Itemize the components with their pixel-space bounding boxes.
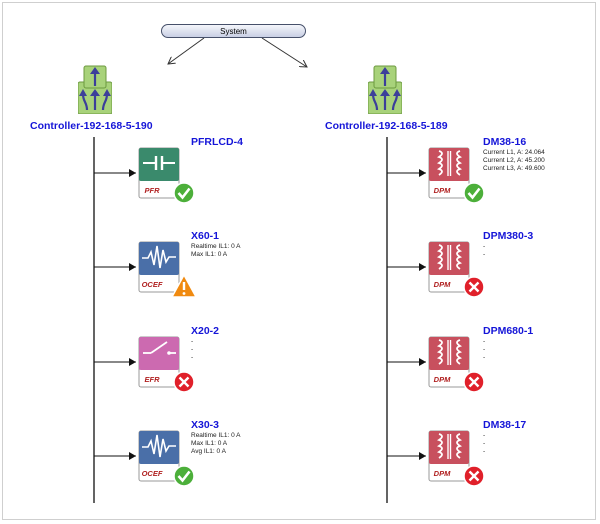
device-reading-line: Current L2, A: 45.200 (483, 157, 545, 164)
device-reading-line: - (483, 432, 486, 439)
ok-check-icon (173, 182, 195, 204)
error-x-icon (463, 276, 485, 298)
device-readings: --- (483, 432, 485, 456)
ocef-device-icon[interactable]: OCEF (138, 428, 196, 488)
device-reading-line: Current L1, A: 24.064 (483, 149, 545, 156)
device-name-link[interactable]: DPM380-3 (483, 230, 534, 242)
device-type-label: PFR (145, 186, 161, 195)
device-reading-line: - (483, 440, 486, 447)
device-name-link[interactable]: X30-3 (191, 419, 220, 431)
dpm-device-icon[interactable]: DPM (428, 145, 486, 205)
device-icon-wrap[interactable]: OCEF (138, 428, 196, 488)
device-icon-wrap[interactable]: DPM (428, 145, 486, 205)
controller-icon (368, 64, 402, 114)
device-icon-wrap[interactable]: DPM (428, 334, 486, 394)
device-reading-line: Max IL1: 0 A (191, 251, 228, 258)
efr-device-icon[interactable]: EFR (138, 334, 196, 394)
device-reading-line: - (483, 251, 486, 258)
device-type-label: OCEF (142, 469, 163, 478)
device-readings: -- (483, 243, 485, 259)
device-name-link[interactable]: DM38-17 (483, 419, 527, 431)
device-icon-wrap[interactable]: EFR (138, 334, 196, 394)
device-reading-line: Current L3, A: 49.600 (483, 165, 545, 172)
device-readings: --- (483, 338, 485, 362)
device-icon-wrap[interactable]: OCEF (138, 239, 196, 299)
error-x-icon (173, 371, 195, 393)
device-reading-line: Realtime IL1: 0 A (191, 432, 241, 439)
device-reading-line: - (191, 354, 194, 361)
device-icon-wrap[interactable]: DPM (428, 428, 486, 488)
device-reading-line: Realtime IL1: 0 A (191, 243, 241, 250)
dpm-device-icon[interactable]: DPM (428, 239, 486, 299)
device-reading-line: - (191, 346, 194, 353)
ok-check-icon (173, 465, 195, 487)
root-link-right (261, 37, 307, 67)
device-type-label: OCEF (142, 280, 163, 289)
device-name-link[interactable]: X20-2 (191, 325, 220, 337)
controller-icon (78, 64, 112, 114)
device-reading-line: - (483, 243, 486, 250)
device-readings: --- (191, 338, 193, 362)
ocef-device-icon[interactable]: OCEF (138, 239, 196, 299)
device-reading-line: - (483, 338, 486, 345)
diagram-frame (2, 2, 596, 520)
ok-check-icon (463, 182, 485, 204)
error-x-icon (463, 371, 485, 393)
pfr-device-icon[interactable]: PFR (138, 145, 196, 205)
device-reading-line: - (191, 338, 194, 345)
device-reading-line: - (483, 346, 486, 353)
device-name-link[interactable]: DM38-16 (483, 136, 527, 148)
controller-label[interactable]: Controller-192-168-5-190 (30, 120, 153, 132)
device-reading-line: - (483, 448, 486, 455)
device-type-label: EFR (145, 375, 161, 384)
device-name-link[interactable]: PFRLCD-4 (191, 136, 243, 148)
dpm-device-icon[interactable]: DPM (428, 334, 486, 394)
device-type-label: DPM (434, 280, 451, 289)
device-icon-wrap[interactable]: DPM (428, 239, 486, 299)
system-root-node[interactable]: System (161, 24, 306, 38)
controller-label[interactable]: Controller-192-168-5-189 (325, 120, 448, 132)
device-reading-line: Max IL1: 0 A (191, 440, 228, 447)
device-type-label: DPM (434, 186, 451, 195)
root-link-left (168, 37, 205, 64)
error-x-icon (463, 465, 485, 487)
device-type-label: DPM (434, 469, 451, 478)
device-icon-wrap[interactable]: PFR (138, 145, 196, 205)
device-reading-line: - (483, 354, 486, 361)
device-name-link[interactable]: X60-1 (191, 230, 220, 242)
warning-triangle-icon (171, 274, 196, 298)
dpm-device-icon[interactable]: DPM (428, 428, 486, 488)
device-reading-line: Avg IL1: 0 A (191, 448, 226, 455)
device-name-link[interactable]: DPM680-1 (483, 325, 534, 337)
device-type-label: DPM (434, 375, 451, 384)
